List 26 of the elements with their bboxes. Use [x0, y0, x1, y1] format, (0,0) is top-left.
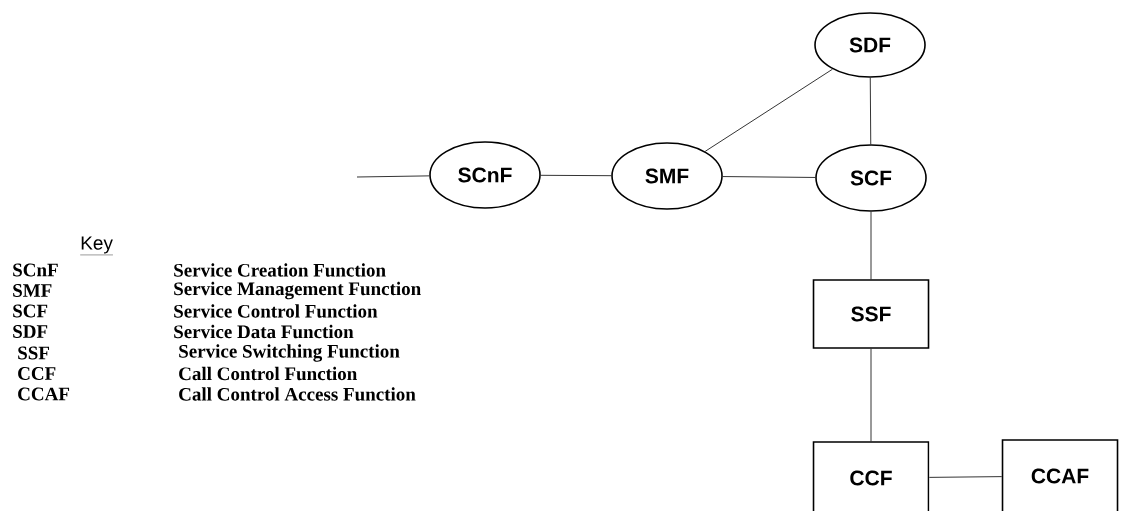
connector-line: [869, 77, 872, 145]
definition: Service Creation Function: [174, 263, 386, 277]
connector-line: [704, 68, 833, 152]
definition: Call Control Access Function: [179, 387, 416, 401]
connector-line: [870, 348, 872, 442]
abbreviation: SMF: [13, 284, 52, 297]
connector-line: [928, 476, 1003, 478]
key-heading: Key: [80, 236, 114, 256]
abbreviation: SCnF: [13, 263, 58, 277]
definition: Service Management Function: [174, 281, 421, 300]
function-box: SSF: [812, 279, 930, 349]
definition: Service Data Function: [174, 324, 354, 339]
abbreviation: SDF: [13, 325, 48, 338]
function-box: CCF: [812, 441, 930, 511]
definition: Service Control Function: [174, 304, 378, 318]
connector-line: [722, 176, 816, 178]
abbreviation: SCF: [13, 304, 48, 318]
connector-line: [540, 174, 612, 177]
connector-line: [356, 175, 430, 178]
definition: Service Switching Function: [179, 344, 400, 362]
connector-line: [870, 211, 872, 280]
function-box: CCAF: [1001, 439, 1119, 511]
abbreviation: CCF: [18, 367, 56, 380]
abbreviation: SSF: [18, 346, 50, 360]
abbreviation: CCAF: [18, 387, 70, 401]
definition: Call Control Function: [179, 366, 357, 381]
